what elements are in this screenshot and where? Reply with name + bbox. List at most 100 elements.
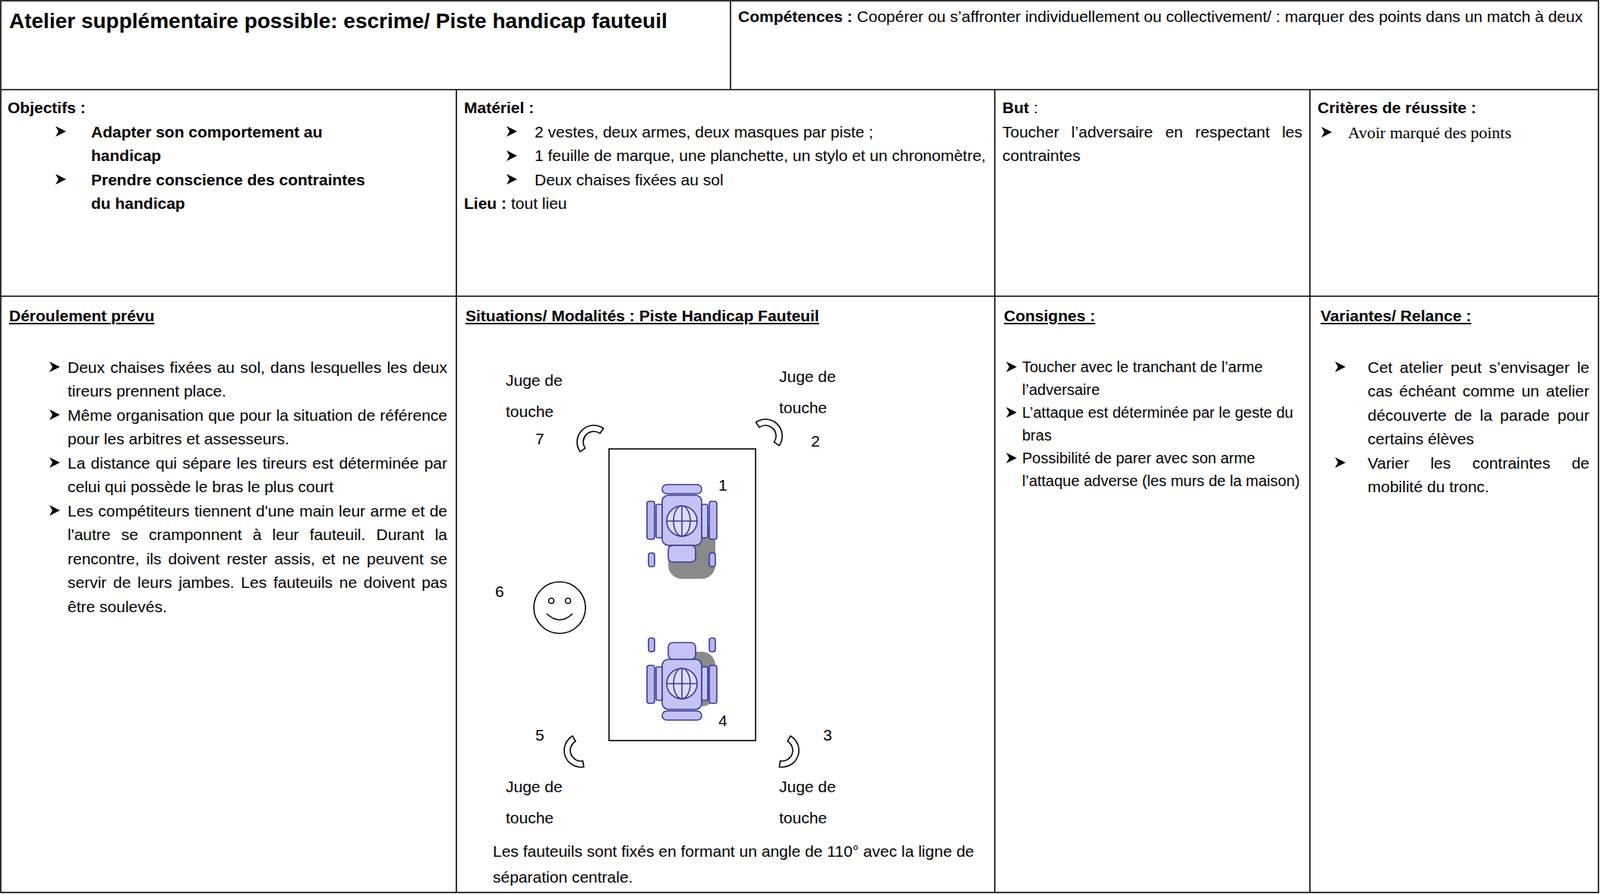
wheelchair-symbol xyxy=(646,484,717,567)
bullet-text: Possibilité de parer avec son arme l’att… xyxy=(1022,446,1301,493)
column-line xyxy=(729,0,732,90)
sheet-title: Atelier supplémentaire possible: escrime… xyxy=(9,6,722,36)
bullet-text: Adapter son comportement au handicap xyxy=(91,119,374,168)
bullet-arrow xyxy=(55,126,67,137)
cell-text: Objectifs : xyxy=(7,95,449,120)
diagram-label: Juge de touche xyxy=(779,770,852,834)
diagram-caption: Les fauteuils sont fixés en formant un a… xyxy=(492,838,987,890)
bullet-arrow xyxy=(1006,361,1017,373)
diagram-label: 4 xyxy=(718,710,734,731)
field-text: tout lieu xyxy=(511,194,568,212)
bullet-arrow xyxy=(1005,406,1023,419)
bullet-text: L’attaque est déterminée par le geste du… xyxy=(1022,400,1301,447)
table-cell: Variantes/ Relance : Cet atelier peut s’e… xyxy=(1309,296,1600,893)
bullet-text: Même organisation que pour la situation … xyxy=(67,403,448,452)
judge-symbol xyxy=(754,412,789,447)
cell-text: : xyxy=(1033,98,1039,117)
bullet-arrow xyxy=(506,173,518,185)
field-text: Toucher l’adversaire en respectant les c… xyxy=(1002,119,1303,168)
table-cell: Consignes : Toucher avec le tranchant de … xyxy=(994,296,1310,893)
callout-number: 1 xyxy=(718,475,734,496)
field-heading: Déroulement prévu xyxy=(9,303,448,329)
wheelchair-symbol xyxy=(646,637,717,720)
bullet-arrow xyxy=(49,361,60,373)
field-heading: Compétences : xyxy=(738,7,853,26)
bullet-text: Avoir marqué des points xyxy=(1347,119,1593,146)
bullet-text: 1 feuille de marque, une planchette, un … xyxy=(534,143,988,168)
bullet-text: Toucher avec le tranchant de l’arme l’ad… xyxy=(1022,355,1301,401)
field-heading: Matériel : xyxy=(463,95,988,120)
cell-text: Variantes/ Relance : xyxy=(1320,303,1590,329)
diagram-label: 2 xyxy=(811,431,827,452)
column-line xyxy=(994,89,996,893)
bullet-item: 2 vestes, deux armes, deux masques par p… xyxy=(463,119,988,145)
callout-number: 2 xyxy=(811,431,827,452)
bullet-item: Les compétiteurs tiennent d'une main leu… xyxy=(9,498,448,619)
cell-text: Déroulement prévu xyxy=(9,303,448,329)
bullet-text: La distance qui sépare les tireurs est d… xyxy=(67,451,448,499)
cell-text: Coopérer ou s’affronter individuellement… xyxy=(857,7,1584,26)
callout-number: 6 xyxy=(495,581,511,602)
table-cell: Déroulement prévuDeux chaises fixées au … xyxy=(0,296,457,893)
field-heading: Variantes/ Relance : xyxy=(1320,303,1590,329)
bullet-arrow xyxy=(1334,361,1346,373)
cell-text: Toucher l’adversaire en respectant les c… xyxy=(1002,119,1303,168)
field-heading: Consignes : xyxy=(1003,303,1301,329)
diagram-label: 7 xyxy=(535,429,551,449)
table-cell: Critères de réussite :Avoir marqué des p… xyxy=(1309,89,1600,297)
row-line xyxy=(0,88,1599,91)
row-line xyxy=(0,295,1599,297)
bullet-item: Prendre conscience des contraintes du ha… xyxy=(7,167,374,216)
bullet-arrow xyxy=(49,457,60,468)
bullet-arrow xyxy=(48,456,68,469)
field-heading: Critères de réussite : xyxy=(1317,95,1593,120)
bullet-arrow xyxy=(1006,452,1017,464)
field-text: Coopérer ou s’affronter individuellement… xyxy=(857,7,1584,26)
bullet-item: 1 feuille de marque, une planchette, un … xyxy=(463,143,988,168)
diagram-label: 5 xyxy=(535,725,551,745)
bullet-item: Avoir marqué des points xyxy=(1317,119,1593,146)
diagram-label: Juge de touche xyxy=(505,364,578,427)
bullet-arrow xyxy=(1334,456,1368,469)
bullet-text: Les compétiteurs tiennent d'une main leu… xyxy=(67,498,448,619)
table-cell: Compétences :Coopérer ou s’affronter ind… xyxy=(730,0,1600,90)
cell-text: Matériel : xyxy=(463,95,988,120)
diagram-caption-box: Les fauteuils sont fixés en formant un a… xyxy=(492,838,987,890)
bullet-arrow xyxy=(55,173,67,185)
field-heading: Objectifs : xyxy=(7,95,449,120)
bullet-item: Deux chaises fixées au sol xyxy=(463,167,988,193)
bullet-item: Toucher avec le tranchant de l’arme l’ad… xyxy=(1003,355,1301,401)
cell-text: Critères de réussite : xyxy=(1317,95,1593,120)
table-cell: Objectifs :Adapter son comportement au h… xyxy=(0,89,457,297)
bullet-item: Adapter son comportement au handicap xyxy=(7,119,374,168)
bullet-text: 2 vestes, deux armes, deux masques par p… xyxy=(534,119,988,145)
bullet-item: Deux chaises fixées au sol, dans lesquel… xyxy=(9,355,448,404)
diagram-label: 1 xyxy=(718,475,734,496)
bullet-item: Même organisation que pour la situation … xyxy=(9,403,448,452)
bullet-arrow xyxy=(1005,451,1023,464)
bullet-arrow xyxy=(1334,457,1346,468)
bullet-arrow xyxy=(505,173,535,186)
bullet-arrow xyxy=(1320,126,1348,139)
piste-rectangle xyxy=(609,448,756,741)
bullet-arrow xyxy=(505,125,535,138)
field-heading: Situations/ Modalités : Piste Handicap F… xyxy=(465,303,986,329)
table-cell: Atelier supplémentaire possible: escrime… xyxy=(0,0,731,90)
bullet-text: Cet atelier peut s’envisager le cas éché… xyxy=(1367,355,1590,452)
bullet-item: Possibilité de parer avec son arme l’att… xyxy=(1003,446,1301,493)
diagram-label: 6 xyxy=(495,581,511,602)
diagram-label: Juge de touche xyxy=(505,770,578,834)
bullet-item: Varier les contraintes de mobilité du tr… xyxy=(1320,451,1590,499)
judge-symbol xyxy=(559,735,585,771)
column-line xyxy=(1309,89,1311,893)
cell-text: But xyxy=(1002,98,1029,117)
diagram-label: Juge de touche xyxy=(779,360,852,423)
callout-number: 3 xyxy=(823,725,839,745)
bullet-item: Cet atelier peut s’envisager le cas éché… xyxy=(1320,355,1590,452)
table-cell: Matériel :2 vestes, deux armes, deux mas… xyxy=(456,89,995,297)
bullet-arrow xyxy=(48,360,68,373)
bullet-arrow xyxy=(1005,360,1023,373)
bullet-arrow xyxy=(1006,407,1017,418)
